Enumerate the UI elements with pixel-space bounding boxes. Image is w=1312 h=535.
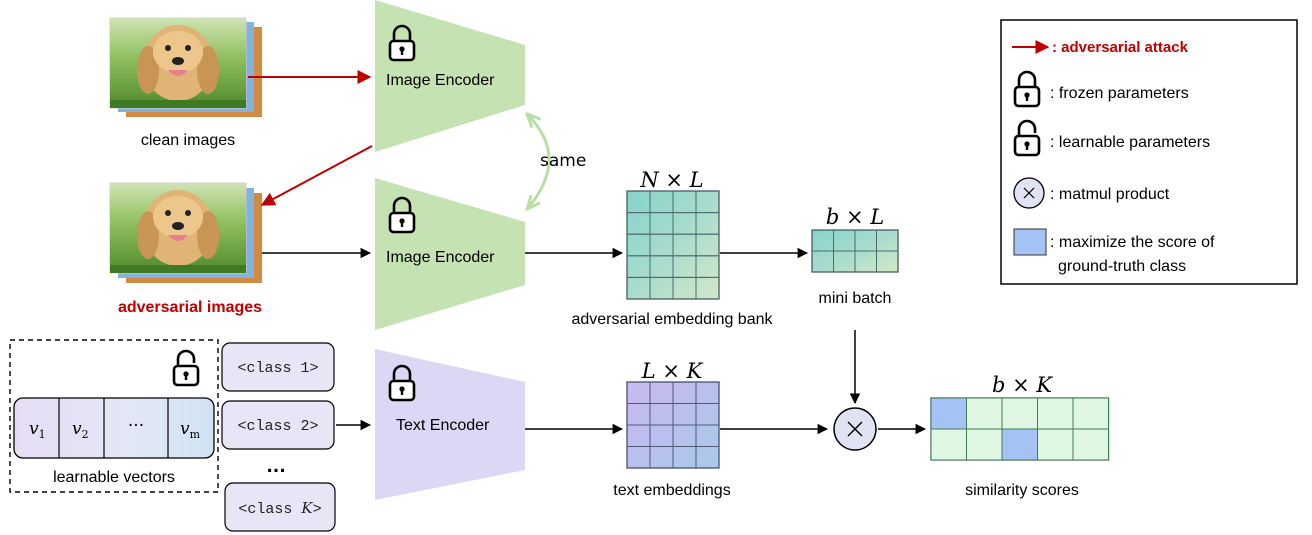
mini-batch-grid bbox=[811, 229, 899, 273]
image-encoder-top bbox=[375, 0, 525, 152]
similarity-scores-label: similarity scores bbox=[965, 482, 1079, 499]
dog-photo-icon bbox=[110, 18, 246, 108]
grid-cell bbox=[1037, 428, 1074, 461]
text-embeddings-grid bbox=[626, 381, 720, 469]
same-label: same bbox=[540, 151, 586, 171]
legend-box bbox=[1000, 19, 1298, 285]
bl-dim-label: b × L bbox=[826, 205, 884, 229]
legend-matmul: : matmul product bbox=[1050, 186, 1170, 203]
mini-batch-label: mini batch bbox=[819, 290, 892, 307]
similarity-scores-grid bbox=[930, 397, 1110, 461]
vector-v1: v1 bbox=[29, 419, 46, 441]
grid-cell bbox=[1001, 428, 1038, 461]
same-arrow bbox=[528, 115, 551, 208]
vector-ellipsis: ··· bbox=[128, 416, 144, 436]
dog-photo-icon bbox=[110, 183, 246, 273]
grid-cell bbox=[1001, 397, 1038, 430]
legend-frozen: : frozen parameters bbox=[1050, 85, 1189, 102]
times-circle-icon bbox=[833, 407, 877, 451]
legend-adversarial-attack: : adversarial attack bbox=[1052, 39, 1189, 56]
image-encoder-top-label: Image Encoder bbox=[386, 72, 495, 89]
nl-dim-label: N × L bbox=[639, 168, 703, 192]
adversarial-images-label: adversarial images bbox=[118, 299, 262, 316]
adversarial-image-stack bbox=[109, 182, 262, 283]
class-k-label: <class K> bbox=[238, 499, 321, 518]
class-2-label: <class 2> bbox=[237, 418, 318, 435]
class-box bbox=[224, 482, 336, 532]
legend-maximize-line2: ground-truth class bbox=[1058, 258, 1186, 275]
grid-cell bbox=[966, 397, 1003, 430]
grid-cell bbox=[695, 276, 720, 300]
grid-cell bbox=[1037, 397, 1074, 430]
class-1-label: <class 1> bbox=[237, 360, 318, 377]
lk-dim-label: L × K bbox=[641, 359, 704, 383]
grid-cell bbox=[695, 446, 720, 469]
legend-highlight-swatch bbox=[1013, 228, 1047, 256]
adversarial-embedding-bank-grid bbox=[626, 190, 720, 300]
clean-image-stack bbox=[109, 17, 262, 117]
class-box bbox=[221, 342, 335, 392]
vector-row bbox=[13, 397, 215, 459]
clean-images-label: clean images bbox=[141, 132, 235, 149]
class-box bbox=[221, 400, 335, 450]
vector-v2: v2 bbox=[72, 419, 89, 441]
learnable-vectors-box bbox=[9, 339, 219, 493]
legend-learnable: : learnable parameters bbox=[1050, 134, 1210, 151]
text-encoder-label: Text Encoder bbox=[396, 417, 490, 434]
text-embeddings-label: text embeddings bbox=[613, 482, 730, 499]
grid-cell bbox=[876, 250, 899, 273]
grid-cell bbox=[930, 397, 967, 430]
grid-cell bbox=[966, 428, 1003, 461]
learnable-vectors-label: learnable vectors bbox=[53, 469, 175, 486]
attack-arrow bbox=[260, 145, 373, 206]
image-encoder-bottom-label: Image Encoder bbox=[386, 249, 495, 266]
lock-open-icon bbox=[172, 349, 200, 387]
grid-cell bbox=[1072, 397, 1109, 430]
adv-bank-label: adversarial embedding bank bbox=[571, 311, 773, 328]
legend-maximize-line1: : maximize the score of bbox=[1050, 234, 1215, 251]
bk-dim-label: b × K bbox=[992, 373, 1053, 397]
class-ellipsis: ... bbox=[266, 457, 285, 477]
vector-vm: vm bbox=[180, 419, 201, 441]
grid-cell bbox=[1072, 428, 1109, 461]
times-circle-icon bbox=[1013, 177, 1045, 209]
grid-cell bbox=[930, 428, 967, 461]
